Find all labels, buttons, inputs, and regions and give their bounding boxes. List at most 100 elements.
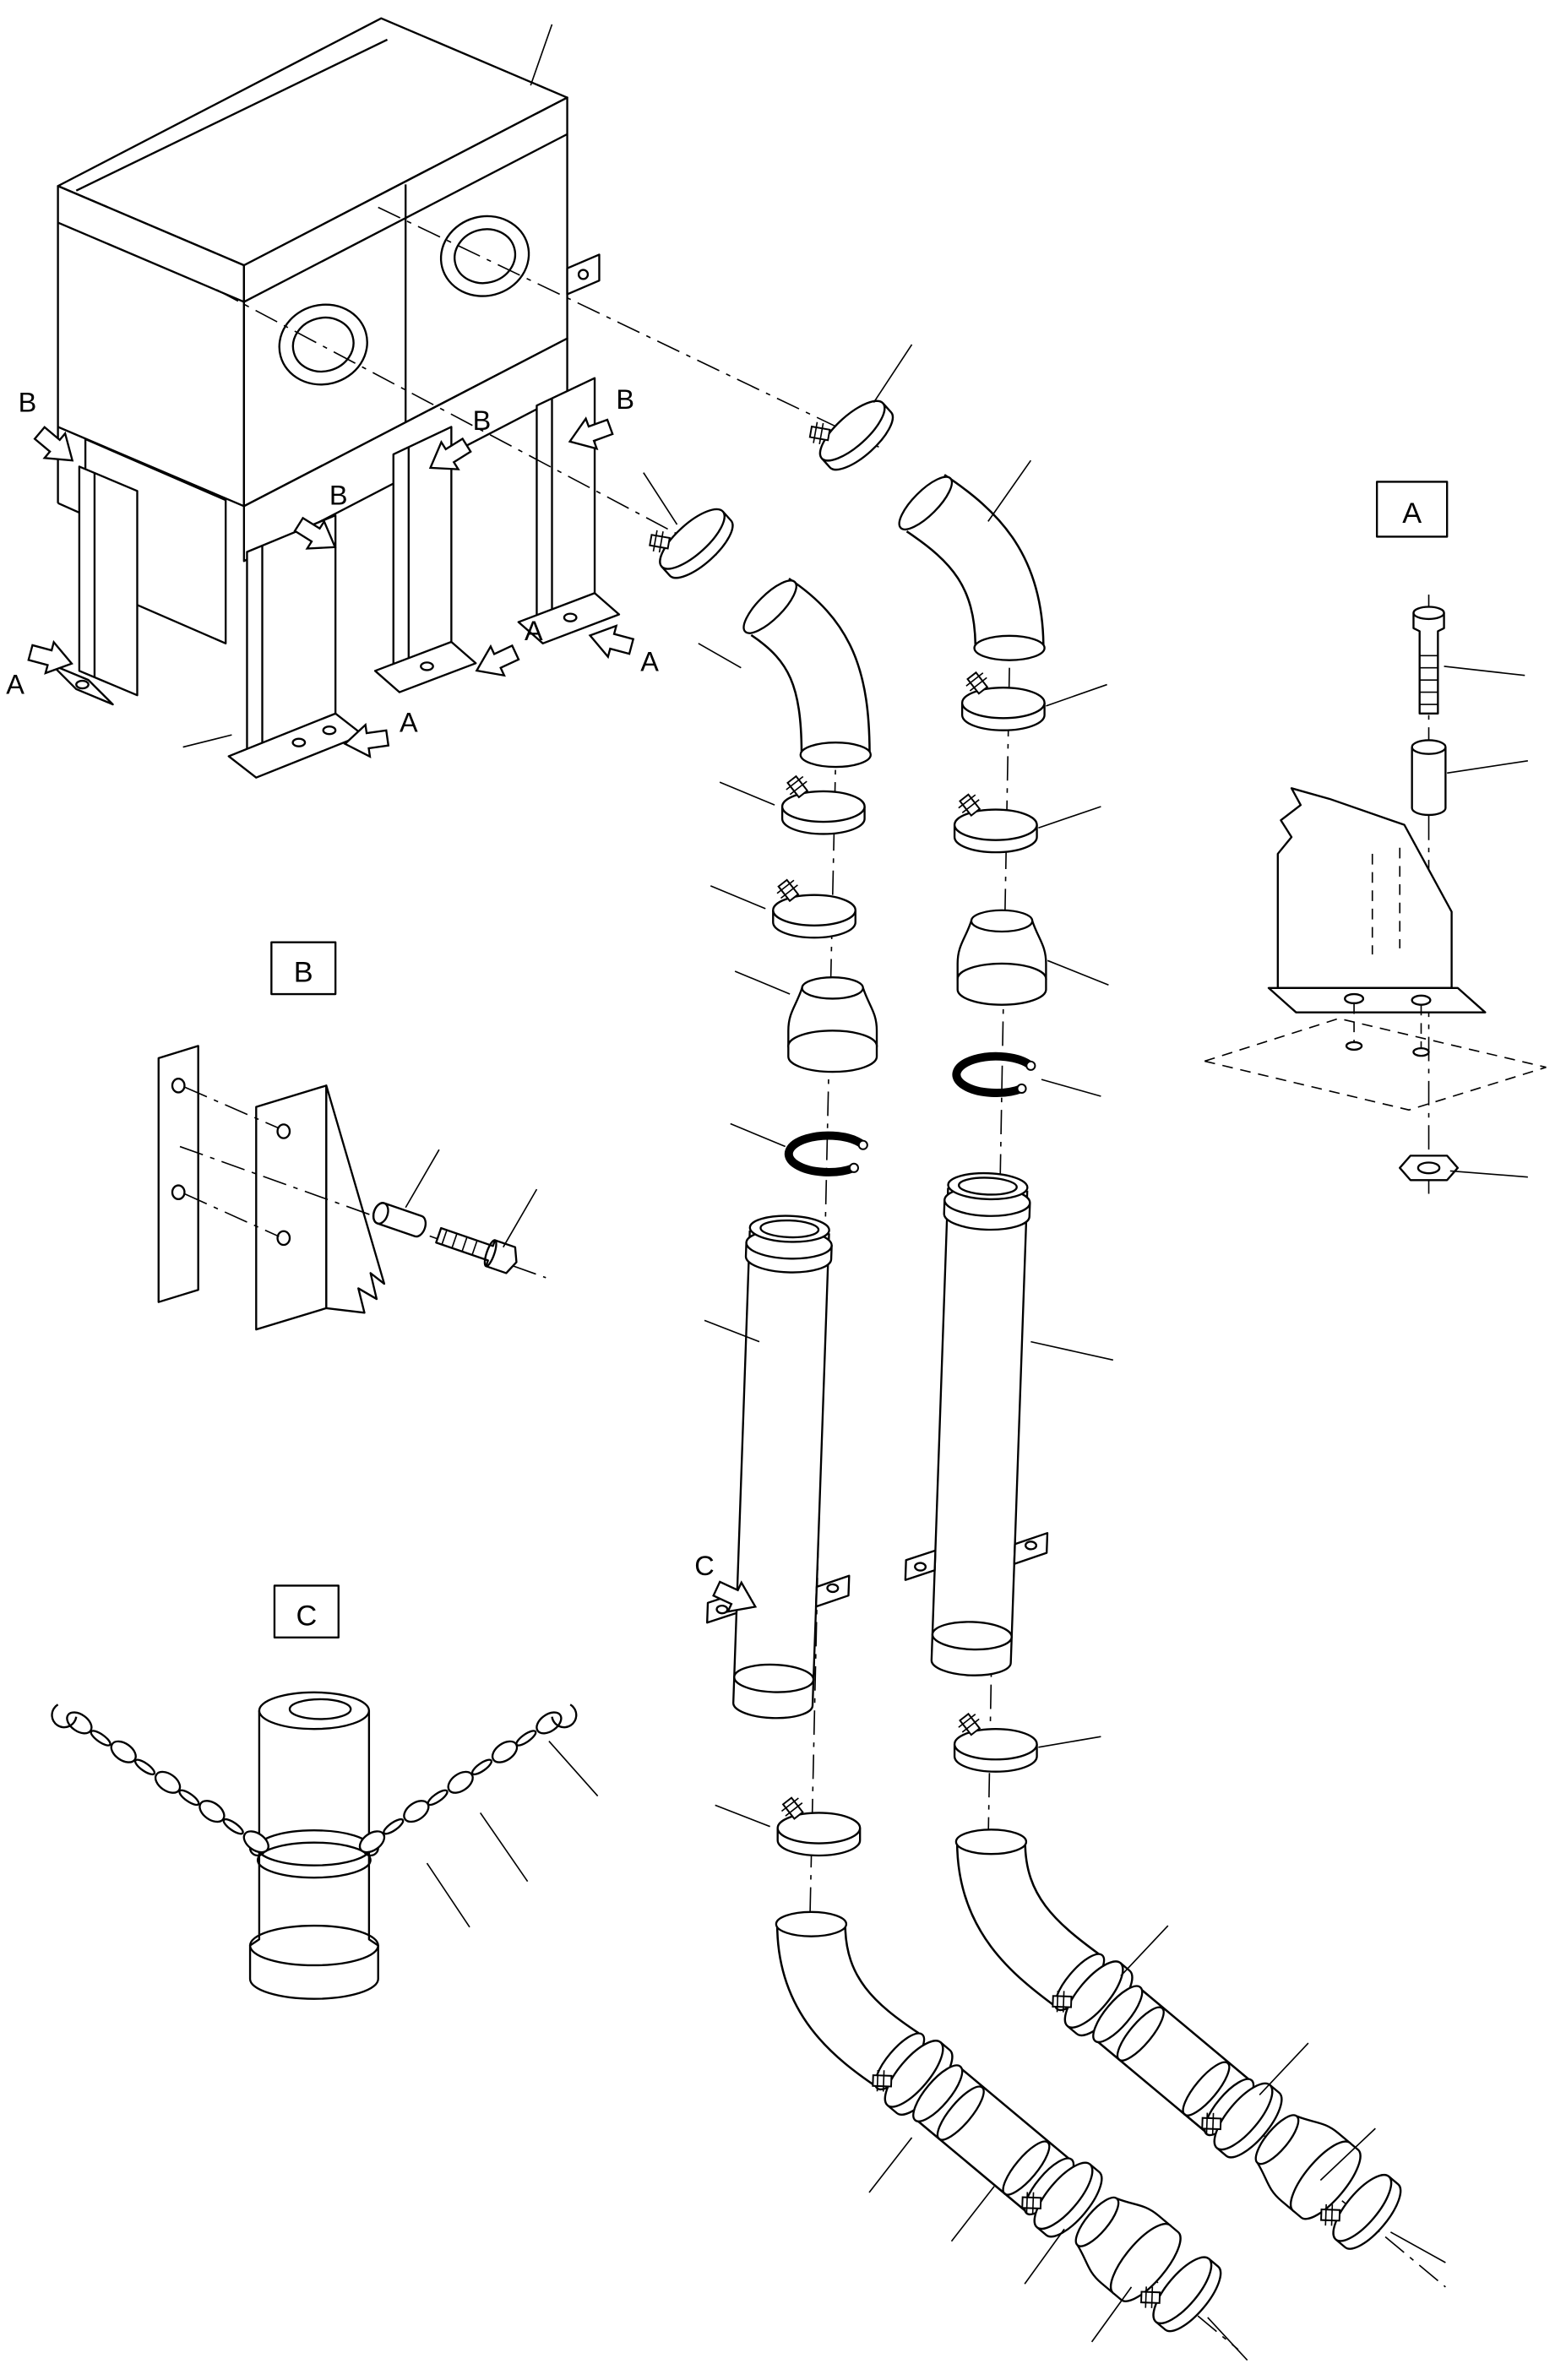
pipe-top-inner <box>288 1698 352 1720</box>
leader-line <box>950 2186 995 2242</box>
leader-line <box>1038 806 1101 829</box>
detail-b-frame <box>270 941 337 996</box>
leader-line <box>1120 1925 1169 1977</box>
mount-bracket-right-foot-hole <box>563 612 578 622</box>
leader-line <box>182 734 232 748</box>
bracket-gusset <box>325 1084 386 1314</box>
hose-clamp <box>776 1793 862 1857</box>
callout-b2: B <box>329 481 348 511</box>
support-bracket <box>1267 787 1487 1057</box>
callout-c1: C <box>694 1551 714 1581</box>
leader-line <box>479 1812 529 1883</box>
leader-line <box>734 970 791 995</box>
mount-bracket-left-foot-hole <box>75 679 90 690</box>
washer <box>1345 1041 1363 1051</box>
box-seam-front <box>243 133 568 303</box>
connector-tube <box>904 1171 1049 1676</box>
callout-a3: A <box>640 646 659 677</box>
pipe-clamp-band <box>256 1841 372 1879</box>
chain-hook <box>551 1703 578 1729</box>
tube-tab <box>904 1549 937 1581</box>
leader-line <box>873 344 913 404</box>
elbow-hose <box>954 1828 1106 2012</box>
callout-a2: A <box>525 616 543 646</box>
leader-line <box>503 1188 538 1248</box>
detail-a-label: A <box>1402 497 1422 530</box>
detail-view-c: C <box>51 1584 578 2000</box>
reducer-hose <box>787 975 878 1073</box>
leader-line <box>698 643 742 669</box>
chain-right <box>358 1703 578 1854</box>
detail-view-a: A <box>1204 481 1547 1202</box>
callouts: B A B B B A A A C <box>6 384 764 1622</box>
detail-c-label: C <box>296 1600 317 1632</box>
leader-line <box>530 24 553 86</box>
leader-line <box>704 1319 760 1343</box>
leader-line <box>426 1862 470 1928</box>
detail-a-frame <box>1375 481 1449 538</box>
pipe-run-front <box>638 485 1232 2341</box>
leader-line <box>715 1804 770 1828</box>
box-seam-left <box>57 221 245 303</box>
spacer <box>1411 739 1447 817</box>
hole-axis <box>184 1086 280 1129</box>
center-line <box>378 206 882 449</box>
leader-line <box>1047 959 1109 986</box>
mount-bracket-mid-foot <box>373 640 477 693</box>
hose-clamp <box>780 772 866 835</box>
callout-b3: B <box>473 405 492 436</box>
callout-arrow-a3 <box>585 618 637 663</box>
center-line <box>808 693 838 1931</box>
mount-bracket-right-foot <box>517 592 621 644</box>
hose-clamp <box>960 668 1046 731</box>
hose-clamp <box>772 875 856 939</box>
leader-line <box>643 472 678 525</box>
lower-bracket-foot-hole1 <box>291 737 307 747</box>
leader-lines <box>182 24 1528 2361</box>
callout-a1: A <box>6 669 24 699</box>
leader-line <box>1090 2286 1133 2343</box>
leader-line <box>1207 2317 1248 2361</box>
pipe-collar <box>248 1924 379 1967</box>
washer <box>1412 1046 1430 1057</box>
chain-left <box>51 1703 269 1854</box>
wall-plate-hole <box>171 1078 186 1094</box>
snap-ring <box>789 1136 867 1172</box>
mount-bracket-mid-foot-hole <box>420 661 434 671</box>
hole-axis <box>184 1193 280 1237</box>
mount-bracket-right <box>536 377 596 633</box>
hose-clamp <box>953 790 1038 854</box>
leader-line <box>719 781 775 806</box>
outlet-port-right-inner <box>454 228 517 285</box>
elbow-hose <box>742 577 872 769</box>
leader-line <box>405 1149 440 1209</box>
mount-bracket-left-foot <box>51 663 114 706</box>
spacer <box>372 1202 427 1238</box>
callout-arrow-a2 <box>469 637 524 687</box>
leader-line <box>1259 2042 1309 2095</box>
side-tab-hole <box>577 269 590 280</box>
bolt <box>435 1226 518 1274</box>
leader-line <box>548 1741 599 1797</box>
leader-line <box>1319 2127 1376 2182</box>
leader-line <box>1030 1340 1114 1361</box>
wall-plate <box>157 1045 199 1303</box>
center-line <box>215 289 717 556</box>
detail-b-label: B <box>294 957 313 989</box>
leader-line <box>1024 2228 1065 2285</box>
stand-pipe <box>248 1710 379 2000</box>
leader-line <box>1041 1079 1101 1097</box>
air-cleaner-box-assembly <box>51 17 621 779</box>
detail-view-b: B <box>157 941 546 1331</box>
detail-c-frame <box>273 1584 340 1639</box>
hose-section <box>912 2064 1075 2216</box>
callout-b1: B <box>19 387 37 417</box>
reducer-hose <box>956 909 1047 1006</box>
leader-line <box>710 885 766 910</box>
leader-line <box>1389 2231 1446 2263</box>
leader-line <box>868 2137 913 2193</box>
elbow-hose <box>898 474 1046 661</box>
chain-hook <box>51 1703 78 1729</box>
